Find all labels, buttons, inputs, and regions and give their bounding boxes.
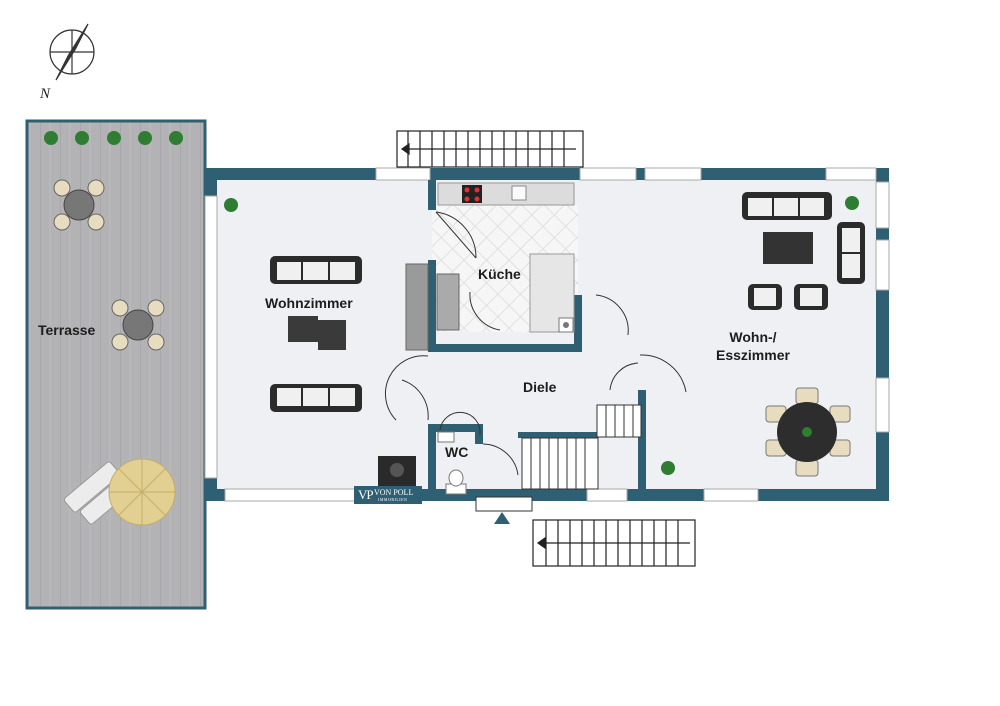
room-label-kueche: Küche — [478, 266, 521, 282]
terrace-table-1 — [53, 179, 105, 231]
logo-name: VON POLL — [374, 488, 414, 497]
compass-icon — [49, 23, 95, 81]
compass-north-label: N — [40, 86, 51, 102]
entrance-landing — [475, 496, 533, 524]
dining-table — [765, 387, 851, 477]
room-label-terrasse: Terrasse — [38, 322, 96, 338]
terrace-deck — [25, 119, 207, 610]
room-label-wohnzimmer: Wohnzimmer — [265, 295, 353, 311]
interior-stairs — [521, 404, 642, 490]
plant-icons — [44, 131, 859, 475]
windows — [204, 167, 890, 502]
coffee-tables — [288, 316, 346, 350]
doors — [384, 211, 687, 476]
room-label-diele: Diele — [523, 379, 557, 395]
parasol — [108, 458, 176, 526]
logo-sub: IMMOBILIEN — [378, 497, 408, 502]
exterior-stairs-north — [396, 130, 584, 168]
interior-walls — [428, 180, 646, 496]
logo-initials: VP — [358, 487, 374, 502]
exterior-stairs-south — [532, 519, 696, 567]
sofa-bottom-living — [270, 384, 362, 412]
wc-fixtures — [437, 431, 467, 495]
sofa-top-living — [270, 256, 362, 284]
stove-icon — [378, 456, 416, 486]
room-label-wohn-esszimmer: Wohn-/ Esszimmer — [716, 329, 790, 363]
sofa-lounge — [742, 192, 865, 310]
terrace-table-2 — [111, 299, 165, 351]
kitchen-counter — [405, 182, 575, 351]
logo: VP VON POLL IMMOBILIEN — [354, 486, 422, 504]
room-label-wc: WC — [445, 444, 469, 460]
